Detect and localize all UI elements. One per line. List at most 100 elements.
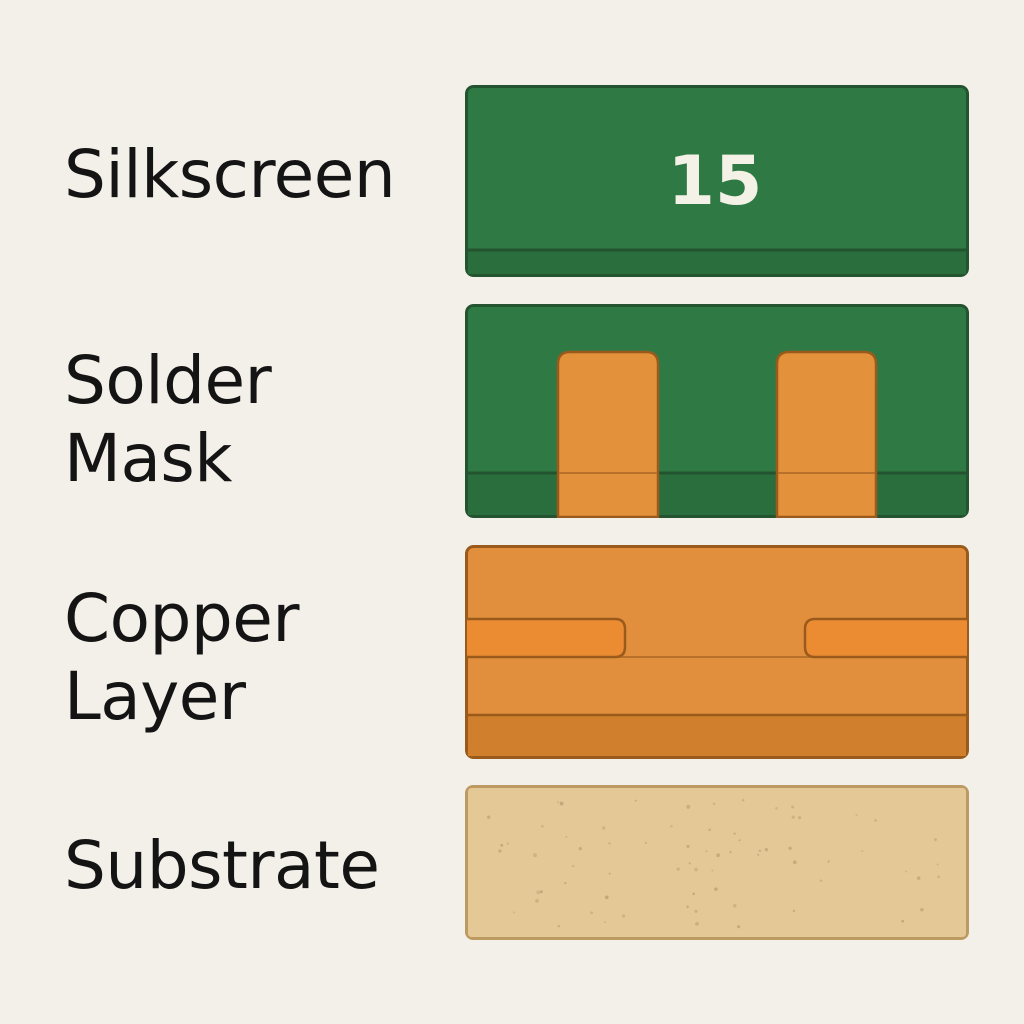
substrate-speckle: [604, 895, 609, 900]
copper-bottom-band: [468, 715, 966, 756]
substrate-speckle: [540, 824, 544, 828]
copper-layer-label-line-2: Layer: [64, 658, 246, 735]
substrate-speckle: [732, 903, 737, 908]
substrate-speckle: [792, 860, 797, 865]
substrate-speckle: [874, 819, 877, 822]
copper-layer: [465, 545, 969, 759]
substrate-speckle: [694, 909, 698, 913]
solder-pad-right: [775, 350, 878, 518]
substrate-speckle: [705, 850, 708, 853]
copper-trace-left: [467, 617, 627, 659]
solder-mask-bottom-band: [468, 473, 966, 515]
substrate-speckle: [686, 804, 691, 809]
substrate-board: [465, 785, 969, 940]
substrate-speckle: [634, 799, 637, 802]
copper-layer-graphic: [465, 545, 969, 759]
substrate-speckle: [608, 872, 611, 875]
substrate-speckle: [937, 875, 940, 879]
substrate-speckle: [792, 909, 796, 913]
substrate-speckle: [686, 905, 689, 909]
solder-pad-left: [556, 350, 660, 518]
substrate-speckle: [764, 847, 769, 852]
substrate-speckle: [819, 879, 823, 882]
substrate-layer: [465, 785, 969, 940]
substrate-speckle: [714, 887, 718, 891]
substrate-speckle: [757, 853, 760, 856]
silkscreen-marking: 15: [668, 142, 763, 221]
substrate-speckle: [712, 802, 716, 806]
solder-mask-label-line-2: Mask: [64, 420, 233, 497]
copper-board: [465, 545, 969, 759]
substrate-speckles: [487, 798, 940, 929]
substrate-speckle: [791, 805, 795, 809]
substrate-speckle: [498, 849, 502, 853]
substrate-speckle: [711, 869, 714, 872]
substrate-speckle: [775, 806, 778, 810]
substrate-speckle: [708, 828, 712, 832]
copper-layer-label: Copper Layer: [64, 580, 300, 736]
copper-trace-right: [803, 617, 967, 659]
substrate-speckle: [676, 867, 680, 871]
substrate-speckle: [500, 843, 504, 847]
substrate-speckle: [855, 813, 858, 816]
substrate-speckle: [901, 919, 905, 923]
substrate-speckle: [905, 870, 908, 873]
silkscreen-graphic: 15: [465, 85, 969, 277]
substrate-speckle: [565, 835, 568, 838]
substrate-speckle: [590, 911, 594, 915]
substrate-speckle: [934, 838, 937, 841]
substrate-speckle: [686, 844, 690, 848]
substrate-speckle: [729, 851, 732, 854]
substrate-speckle: [601, 826, 606, 830]
substrate-speckle: [936, 863, 939, 866]
substrate-speckle: [578, 846, 582, 851]
copper-layer-label-line-1: Copper: [64, 580, 300, 657]
substrate-speckle: [827, 860, 830, 863]
substrate-speckle: [559, 801, 564, 806]
substrate-speckle: [916, 876, 921, 880]
silkscreen-bottom-band: [468, 250, 966, 274]
substrate-speckle: [622, 914, 626, 918]
substrate-speckle: [797, 816, 802, 820]
substrate-speckle: [571, 864, 575, 868]
substrate-speckle: [788, 846, 792, 851]
substrate-speckle: [513, 911, 515, 914]
silkscreen-label: Silkscreen: [64, 136, 396, 214]
substrate-speckle: [670, 824, 673, 828]
substrate-speckle: [758, 849, 762, 853]
substrate-label: Substrate: [64, 827, 380, 905]
substrate-speckle: [533, 853, 537, 858]
substrate-label-line: Substrate: [64, 827, 380, 904]
silkscreen-label-line: Silkscreen: [64, 136, 396, 213]
substrate-speckle: [694, 867, 698, 872]
substrate-speckle: [487, 815, 491, 819]
substrate-speckle: [738, 839, 741, 842]
substrate-speckle: [644, 841, 647, 844]
silkscreen-layer: 15: [465, 85, 969, 277]
solder-mask-label: Solder Mask: [64, 342, 272, 498]
solder-mask-layer: [465, 304, 969, 518]
substrate-speckle: [608, 841, 611, 845]
substrate-speckle: [604, 921, 606, 924]
substrate-speckle: [791, 815, 795, 819]
substrate-speckle: [564, 881, 567, 885]
solder-mask-graphic: [465, 304, 969, 518]
substrate-speckle: [557, 924, 561, 928]
substrate-speckle: [536, 890, 540, 895]
substrate-speckle: [920, 907, 924, 912]
substrate-speckle: [741, 798, 745, 802]
substrate-speckle: [692, 892, 695, 896]
substrate-speckle: [688, 862, 691, 865]
substrate-graphic: [465, 785, 969, 940]
substrate-speckle: [737, 925, 741, 929]
silkscreen-board: [465, 85, 969, 277]
substrate-speckle: [716, 853, 720, 858]
substrate-speckle: [557, 800, 559, 803]
solder-mask-label-line-1: Solder: [64, 342, 272, 419]
substrate-speckle: [506, 842, 509, 845]
substrate-speckle: [539, 890, 543, 894]
substrate-speckle: [535, 899, 539, 903]
substrate-speckle: [733, 832, 736, 835]
substrate-speckle: [861, 850, 864, 852]
substrate-speckle: [695, 921, 699, 926]
